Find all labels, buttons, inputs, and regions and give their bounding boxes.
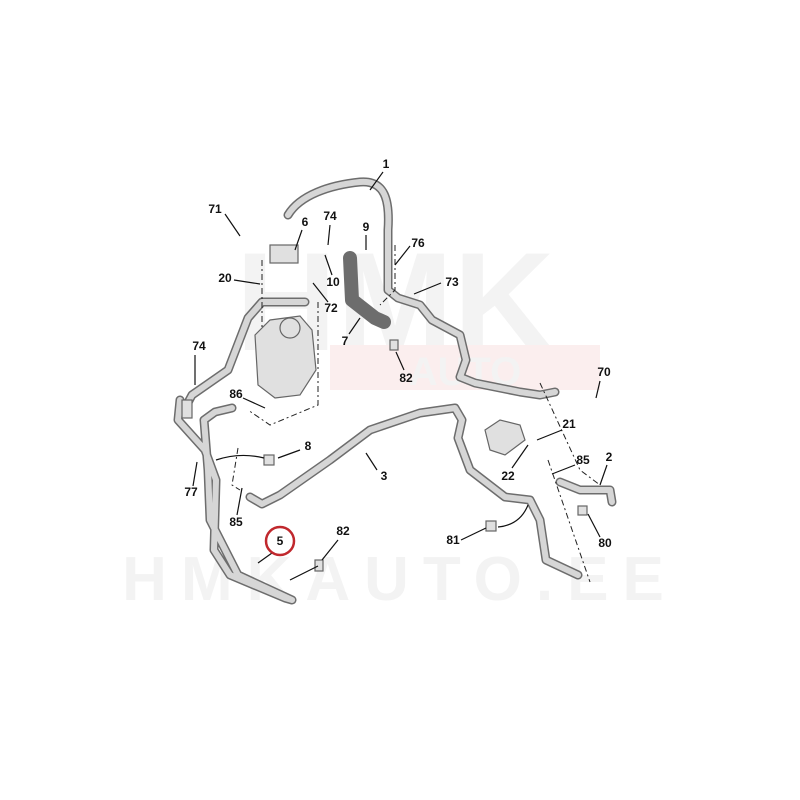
callout-77[interactable]: 77 — [184, 485, 198, 499]
callout-20[interactable]: 20 — [218, 271, 232, 285]
valve-block — [484, 419, 526, 456]
callout-86[interactable]: 86 — [229, 387, 243, 401]
clip-80 — [577, 505, 588, 516]
pipes — [173, 177, 617, 605]
callout-1[interactable]: 1 — [383, 157, 390, 171]
callout-21[interactable]: 21 — [562, 417, 576, 431]
callout-81[interactable]: 81 — [446, 533, 460, 547]
callout-9[interactable]: 9 — [363, 220, 370, 234]
callout-71[interactable]: 71 — [208, 202, 222, 216]
leader-lines — [192, 171, 608, 581]
highlight-ring — [264, 525, 296, 557]
clip-82-top — [389, 339, 399, 351]
bracket-74 — [181, 399, 193, 419]
callout-74-left[interactable]: 74 — [192, 339, 206, 353]
clip-82-bottom — [314, 559, 324, 572]
callout-82-bottom[interactable]: 82 — [336, 524, 350, 538]
callout-82-top[interactable]: 82 — [399, 371, 413, 385]
watermark-url: HMKAUTO.EE — [122, 545, 678, 614]
assembly-lines — [231, 245, 601, 583]
callout-76[interactable]: 76 — [411, 236, 425, 250]
callout-70[interactable]: 70 — [597, 365, 611, 379]
callout-3[interactable]: 3 — [381, 469, 388, 483]
callout-72[interactable]: 72 — [324, 301, 338, 315]
callout-7[interactable]: 7 — [342, 334, 349, 348]
pipe-7-bracket — [343, 251, 391, 329]
callout-22[interactable]: 22 — [501, 469, 515, 483]
callout-6[interactable]: 6 — [302, 215, 309, 229]
callout-2[interactable]: 2 — [606, 450, 613, 464]
fitting-6 — [269, 244, 299, 264]
callout-85-right[interactable]: 85 — [576, 453, 590, 467]
components — [181, 244, 588, 572]
clip-81 — [485, 520, 497, 532]
callout-74-top[interactable]: 74 — [323, 209, 337, 223]
callout-8[interactable]: 8 — [305, 439, 312, 453]
callout-73[interactable]: 73 — [445, 275, 459, 289]
reservoir — [254, 315, 317, 399]
callout-85-left[interactable]: 85 — [229, 515, 243, 529]
callout-5[interactable]: 5 — [277, 534, 284, 548]
callout-80[interactable]: 80 — [598, 536, 612, 550]
callouts: 1 71 6 74 9 76 20 10 72 73 7 82 74 70 86… — [184, 157, 612, 550]
clip-8 — [263, 454, 275, 466]
reservoir-cap — [279, 317, 301, 339]
callout-10[interactable]: 10 — [326, 275, 340, 289]
